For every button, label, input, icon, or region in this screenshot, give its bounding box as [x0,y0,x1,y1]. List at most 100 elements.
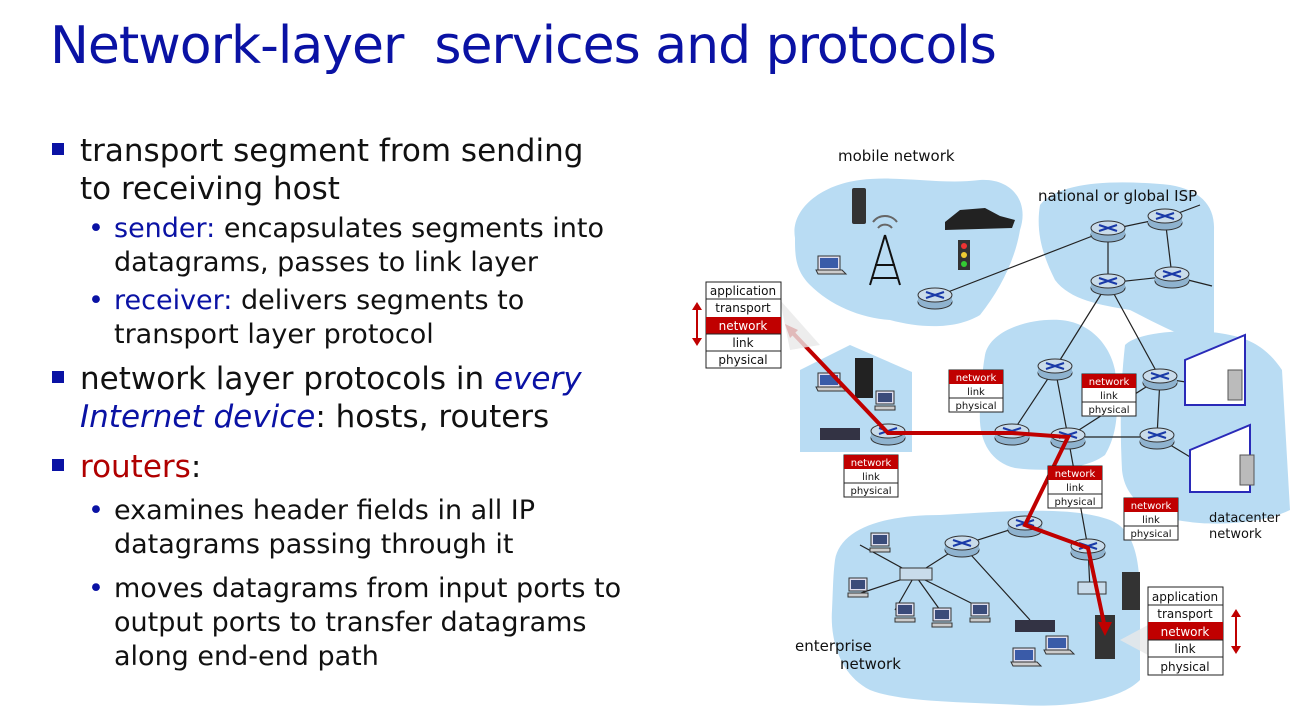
server-icon [1122,572,1140,610]
up-down-arrow-icon [1231,609,1241,654]
layer-label: network [1131,501,1172,512]
sender-label: sender: [114,213,216,244]
sub-bullet-text: along end-end path [114,641,379,672]
desktop-icon [847,577,869,598]
sub-bullet-text: encapsulates segments into [215,213,604,244]
desktop-icon [969,602,991,623]
sub-bullet: • sender: encapsulates segments into dat… [50,212,660,280]
dot-bullet-icon: • [88,285,104,316]
receiver-label: receiver: [114,285,233,316]
router-protocol-stack: network link physical [1081,373,1137,417]
sub-bullet: • examines header fields in all IP datag… [50,494,660,562]
sub-bullet: • receiver: delivers segments to transpo… [50,284,660,352]
layer-label: network [956,373,997,384]
layer-label: network [719,319,768,333]
sub-bullet-text: output ports to transfer datagrams [114,607,587,638]
datacenter-label: network [1209,527,1262,542]
mobile-network-label: mobile network [838,147,955,165]
bullet-item: routers: • examines header fields in all… [50,448,660,674]
sub-bullet-text: transport layer protocol [114,319,434,350]
layer-label: physical [718,353,767,367]
bullet-item: transport segment from sending to receiv… [50,132,660,352]
desktop-icon [931,607,953,628]
page-title: Network-layer services and protocols [50,16,997,76]
desktop-icon [874,390,896,411]
cell-tower-icon [869,215,901,286]
dot-bullet-icon: • [88,213,104,244]
router-protocol-stack: network link physical [948,369,1004,413]
layer-label: physical [1131,529,1172,540]
bullet-item: network layer protocols in every Interne… [50,360,660,436]
bullet-text: transport segment from sending [80,133,584,169]
layer-label: application [1152,590,1218,604]
datacenter-label: datacenter [1209,511,1281,526]
sub-bullet-text: examines header fields in all IP [114,495,536,526]
sub-bullet-text: datagrams, passes to link layer [114,247,538,278]
router-icon [1154,266,1190,289]
layer-label: link [862,472,880,483]
sub-bullet-text: moves datagrams from input ports to [114,573,622,604]
isp-label: national or global ISP [1038,187,1197,205]
mobile-network-cloud [794,178,1023,327]
router-protocol-stack: network link physical [843,454,899,498]
layer-label: network [1161,625,1210,639]
square-bullet-icon [52,143,64,155]
sender-protocol-stack: application transport network link physi… [705,281,782,369]
dot-bullet-icon: • [88,495,104,526]
router-protocol-stack: network link physical [1123,497,1179,541]
bullet-text: : [190,449,202,485]
router-icon [1090,220,1126,243]
path-arrow-icon [1098,622,1112,636]
router-icon [1147,208,1183,231]
router-icon [1037,358,1073,381]
sub-bullet: • moves datagrams from input ports to ou… [50,572,660,674]
bullet-text: : hosts, routers [315,399,550,435]
layer-label: transport [1157,607,1213,621]
desktop-icon [894,602,916,623]
layer-label: application [710,284,776,298]
emphasis-text: every [493,361,582,397]
layer-label: network [1089,377,1130,388]
routers-label: routers [80,449,191,485]
desktop-icon [869,532,891,553]
enterprise-label: enterprise [795,637,872,655]
router-icon [1139,427,1175,450]
layer-label: link [1174,642,1195,656]
wifi-router-icon [820,428,860,440]
datagram-path [788,328,1107,629]
layer-label: link [1066,483,1084,494]
sub-bullet-text: datagrams passing through it [114,529,514,560]
smartphone-icon [852,188,866,224]
wifi-router-icon [1015,620,1055,632]
bullet-text: to receiving host [80,171,340,207]
server-icon [855,358,873,398]
emphasis-text: Internet device [80,399,316,435]
enterprise-label: network [840,655,901,673]
layer-label: physical [851,486,892,497]
layer-label: physical [1160,660,1209,674]
layer-label: physical [956,401,997,412]
layer-label: physical [1055,497,1096,508]
router-icon [1090,273,1126,296]
server-rack-icon [1227,369,1243,401]
square-bullet-icon [52,371,64,383]
router-icon [917,287,953,310]
layer-label: network [1055,469,1096,480]
receiver-protocol-stack: application transport network link physi… [1147,586,1224,676]
up-down-arrow-icon [692,302,702,346]
dot-bullet-icon: • [88,573,104,604]
router-protocol-stack: network link physical [1047,465,1103,509]
bullet-list: transport segment from sending to receiv… [50,132,660,680]
sub-bullet-text: delivers segments to [232,285,525,316]
layer-label: link [967,387,985,398]
layer-label: link [1100,391,1118,402]
switch-icon [1077,581,1107,595]
switch-icon [899,567,933,581]
layer-label: link [1142,515,1160,526]
car-icon [945,208,1015,230]
bullet-text: network layer protocols in [80,361,494,397]
traffic-light-icon [958,240,970,270]
router-icon [1142,368,1178,391]
router-icon [944,535,980,558]
